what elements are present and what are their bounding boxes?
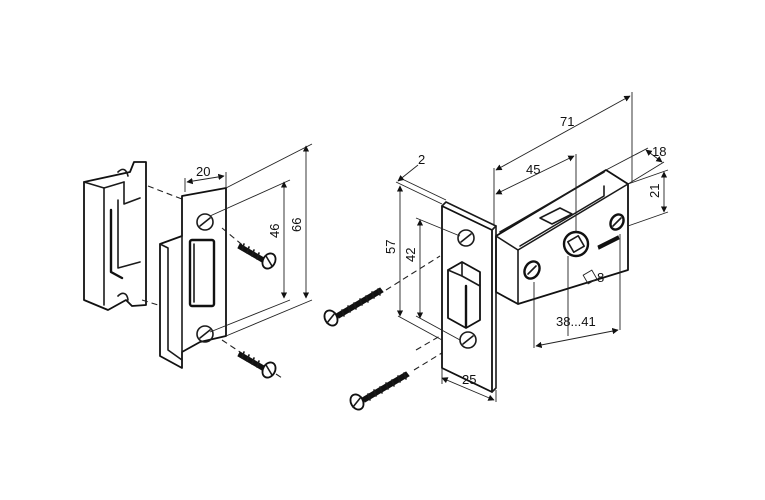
dim-faceplate-hole-spacing: 42: [403, 248, 418, 262]
dim-backset-range: 38...41: [556, 314, 596, 329]
dim-strike-hole-spacing: 46: [267, 224, 282, 238]
screw-long-bottom: [349, 347, 451, 411]
dim-body-length: 71: [560, 114, 574, 129]
latch-dims: 2 57 42 25 71 45 18 21: [383, 92, 669, 402]
body-hole-left: [523, 260, 541, 280]
dim-strike-width: 20: [196, 164, 210, 179]
latch-body: [495, 169, 629, 305]
dim-faceplate-thickness: 2: [418, 152, 425, 167]
screw-long-top: [323, 255, 441, 327]
dim-strike-height: 66: [289, 218, 304, 232]
body-hole-right: [609, 213, 625, 231]
faceplate-hole-top: [457, 229, 475, 247]
dim-body-depth: 18: [652, 144, 666, 159]
screw-strike-top: [221, 227, 277, 270]
dim-faceplate-height: 57: [383, 240, 398, 254]
strike-hole-top: [196, 213, 214, 231]
strike-plate: [159, 187, 227, 369]
strike-hole-bottom: [196, 325, 214, 343]
screw-strike-bottom: [221, 339, 283, 379]
dim-backset: 45: [526, 162, 540, 177]
dim-body-height: 21: [647, 184, 662, 198]
strike-dims: 20 46 66: [184, 143, 313, 337]
strike-box: [83, 161, 147, 311]
dim-faceplate-width: 25: [462, 372, 476, 387]
latch-faceplate: [441, 201, 497, 393]
latch-bolt: [447, 261, 481, 329]
dim-spindle-square: 8: [597, 270, 604, 285]
